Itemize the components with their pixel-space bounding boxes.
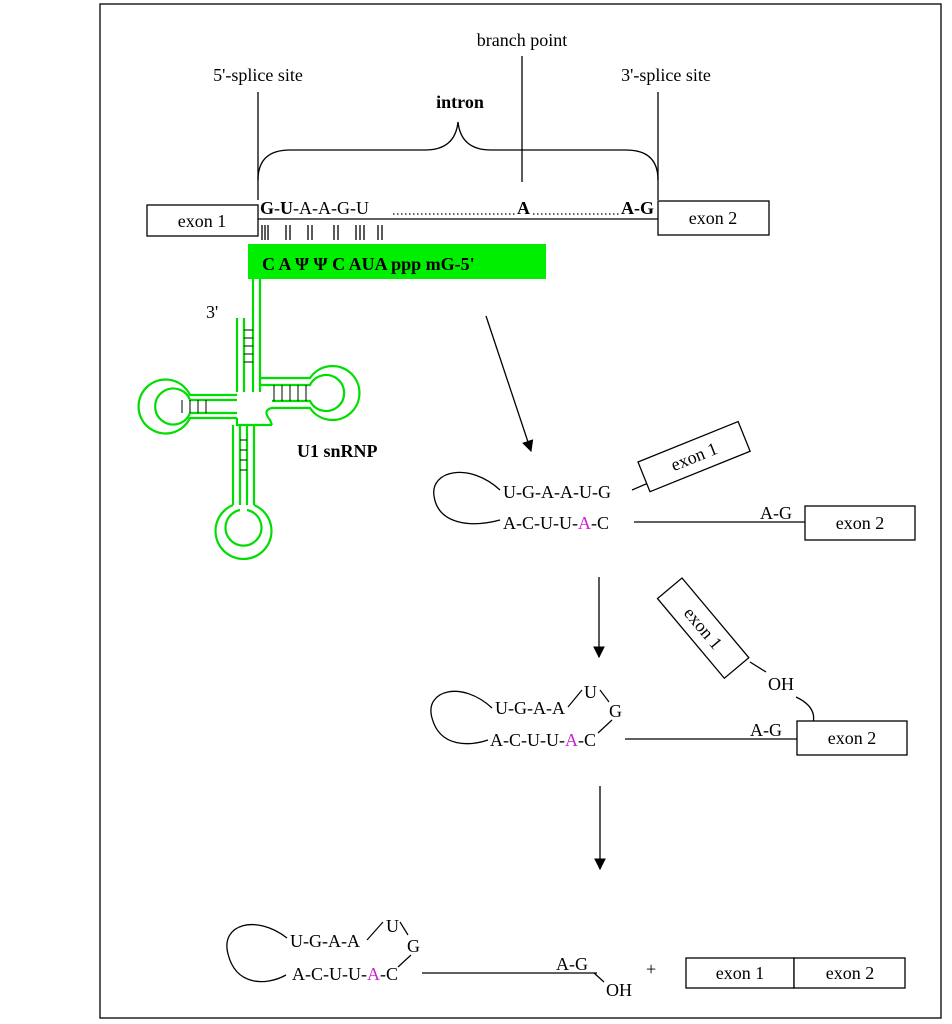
exon1-label: exon 1 [178, 211, 227, 231]
branch-point-a: A [517, 198, 530, 218]
seq-g: G [260, 198, 274, 218]
three-prime-splice-site-label: 3'-splice site [621, 65, 711, 85]
step1-group: U-G-A-A-U-G exon 1 A-C-U-U-A-C A-G exon … [433, 420, 916, 541]
step3-plus: + [646, 959, 656, 979]
step1-top-strand: U-G-A-A-U-G [503, 482, 611, 502]
step2-exon2-label: exon 2 [828, 728, 877, 748]
exon2-label: exon 2 [689, 208, 738, 228]
step1-ag: A-G [760, 503, 792, 523]
three-prime-end-label: 3' [206, 302, 218, 322]
step1-exon1-tilted: exon 1 [637, 420, 751, 493]
step1-bottom-strand: A-C-U-U-A-C [503, 513, 609, 533]
step2-exon2-box [796, 720, 908, 756]
step2-top-g: G [609, 701, 622, 721]
seq-dash: - [274, 198, 280, 218]
step2-bond-lines [567, 689, 613, 734]
step3-oh: OH [606, 980, 632, 1000]
step3-top-strand: U-G-A-A [290, 931, 360, 951]
u1-snrna-sequence-bar [248, 244, 546, 279]
step3-group: U-G-A-A U G A-C-U-U-A-C A-G OH + exon 1 … [226, 916, 906, 1000]
step3-spliced-exon1-label: exon 1 [716, 963, 765, 983]
step2-bottom-strand: A-C-U-U-A-C [490, 730, 596, 750]
step3-ag: A-G [556, 954, 588, 974]
pre-mrna-group: branch point 5'-splice site 3'-splice si… [137, 30, 770, 561]
step1-exon2-box [804, 505, 916, 541]
five-prime-splice-site-label: 5'-splice site [213, 65, 303, 85]
step3-lariat-loop [226, 923, 288, 983]
seq-u: U [280, 198, 293, 218]
step3-spliced-exon2-label: exon 2 [826, 963, 875, 983]
step3-bond-lines [366, 921, 412, 968]
seq-rest: -A-A-G-U [293, 198, 369, 218]
diagram-frame [99, 3, 942, 1019]
branch-point-label: branch point [477, 30, 567, 50]
step3-oh-connector [593, 972, 605, 983]
step2-lariat-loop [430, 690, 493, 745]
step1-exon2-label: exon 2 [836, 513, 885, 533]
step2-oh: OH [768, 674, 794, 694]
arrow-to-step1 [485, 315, 534, 453]
intron-label: intron [436, 92, 484, 112]
intron-sequence: G-U-A-A-G-U [260, 198, 369, 218]
u1-snrna-sequence: C A Ψ Ψ C AUA ppp mG-5' [262, 254, 475, 274]
step2-exon1-connector [749, 661, 767, 673]
u1-snrnp-label: U1 snRNP [297, 441, 378, 461]
step2-top-u: U [584, 682, 597, 702]
step2-ag: A-G [750, 720, 782, 740]
step3-spliced-exon1-box [685, 957, 795, 989]
step1-lariat-loop [433, 471, 501, 525]
step3-bottom-strand: A-C-U-U-A-C [292, 964, 398, 984]
exon1-box [146, 204, 259, 237]
three-prime-ag: A-G [621, 198, 654, 218]
step2-exon1-tilted: exon 1 [656, 577, 750, 680]
base-pairing-ticks [261, 225, 383, 240]
step2-top-strand: U-G-A-A [495, 698, 565, 718]
step3-top-u: U [386, 916, 399, 936]
exon2-box [657, 200, 770, 236]
step3-top-g: G [407, 936, 420, 956]
step2-group: exon 1 OH U-G-A-A U G A-C-U-U-A-C A-G ex… [430, 577, 908, 756]
u1-snrnp-structure [137, 279, 361, 561]
step3-spliced-exon2-box [793, 957, 906, 989]
intron-brace [257, 121, 659, 181]
